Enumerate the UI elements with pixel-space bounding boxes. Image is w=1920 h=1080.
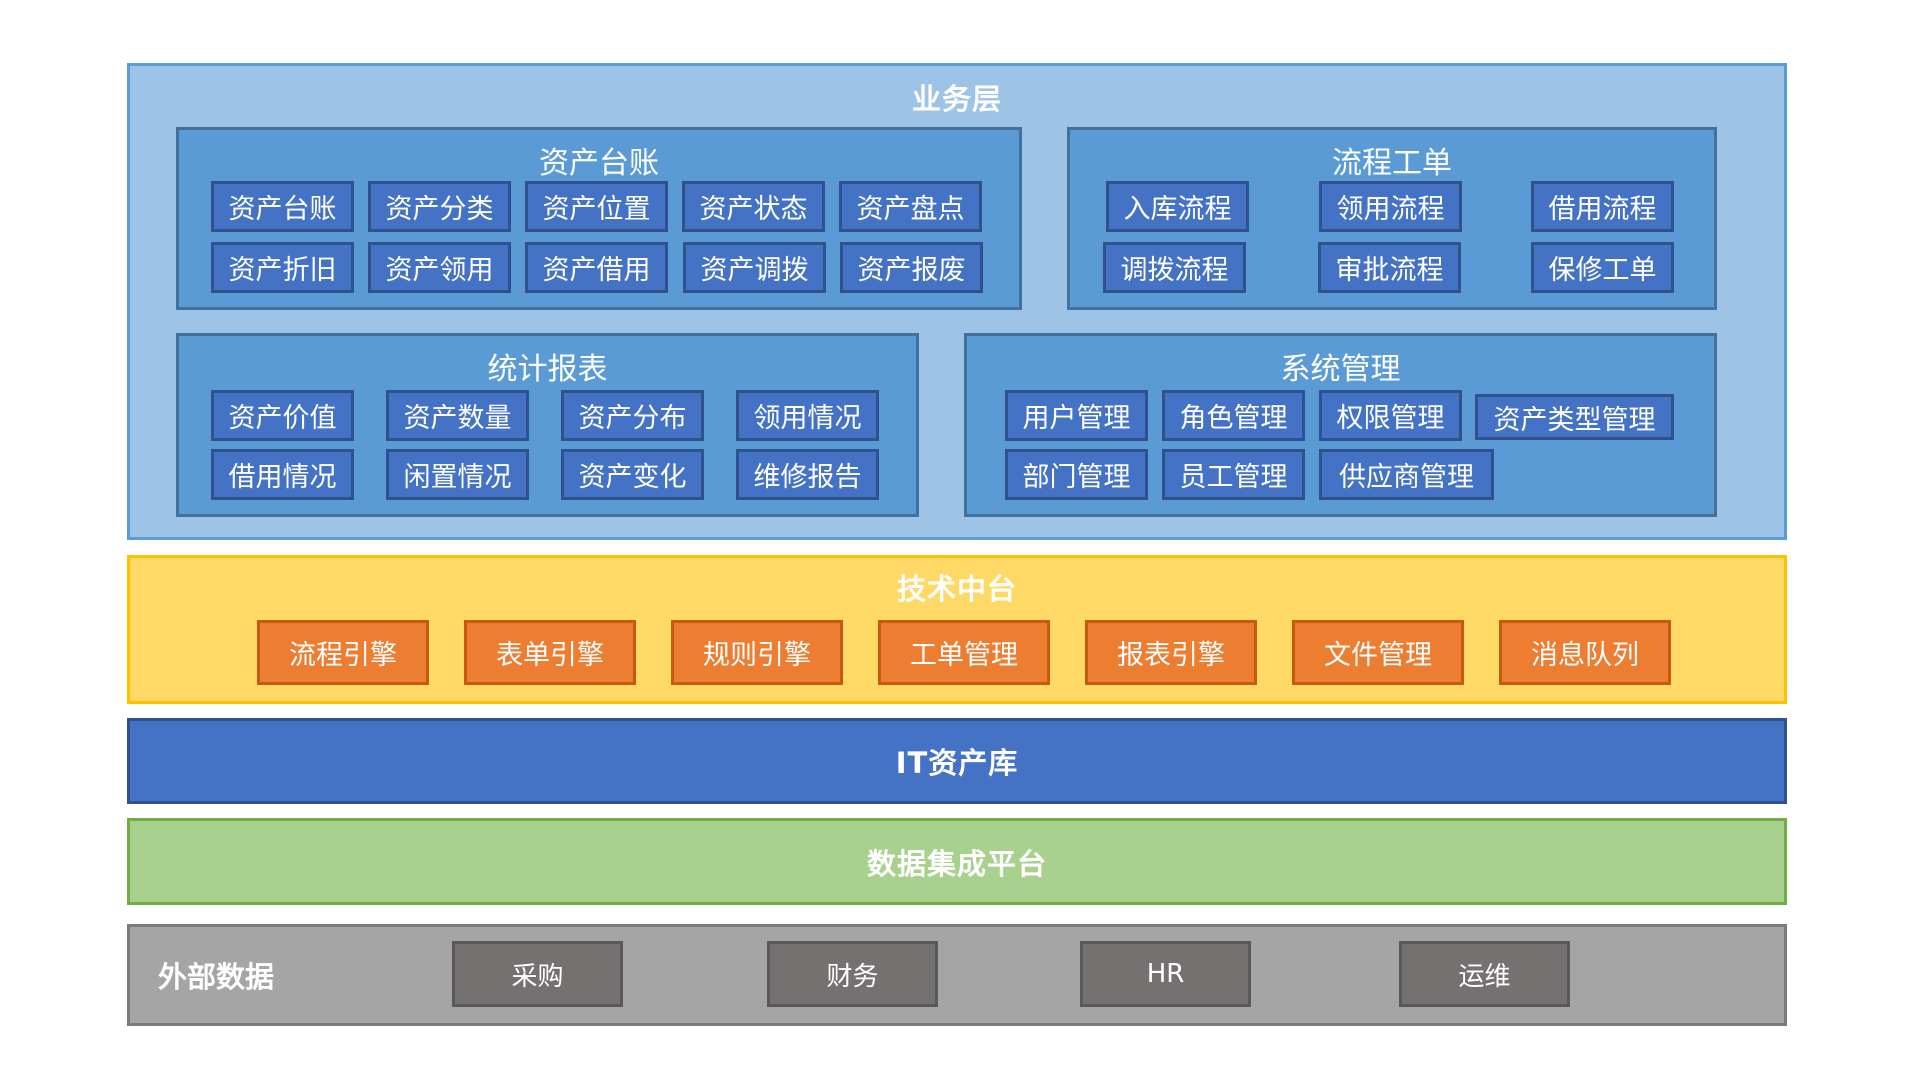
module-box[interactable]: 资产台账 xyxy=(211,181,354,232)
engine-box[interactable]: 表单引擎 xyxy=(464,620,636,685)
panel-reports: 统计报表 资产价值 资产数量 资产分布 领用情况 借用情况 闲置情况 资产变化 … xyxy=(176,333,919,517)
module-box[interactable]: 部门管理 xyxy=(1005,449,1148,500)
module-box[interactable]: 领用流程 xyxy=(1319,181,1462,232)
module-box[interactable]: 审批流程 xyxy=(1318,242,1461,293)
it-asset-repo-layer: IT资产库 xyxy=(127,718,1787,804)
module-box[interactable]: 资产领用 xyxy=(368,242,511,293)
engine-box[interactable]: 规则引擎 xyxy=(671,620,843,685)
module-box[interactable]: 权限管理 xyxy=(1319,390,1462,441)
engine-box[interactable]: 报表引擎 xyxy=(1085,620,1257,685)
module-box[interactable]: 借用流程 xyxy=(1531,181,1674,232)
engine-box[interactable]: 消息队列 xyxy=(1499,620,1671,685)
module-box[interactable]: 借用情况 xyxy=(211,449,354,500)
module-box[interactable]: 资产报废 xyxy=(840,242,983,293)
module-box[interactable]: 角色管理 xyxy=(1162,390,1305,441)
module-box[interactable]: 资产数量 xyxy=(386,390,529,441)
panel-workflow: 流程工单 入库流程 领用流程 借用流程 调拨流程 审批流程 保修工单 xyxy=(1067,127,1717,310)
source-box[interactable]: 运维 xyxy=(1399,941,1570,1007)
panel-asset-ledger: 资产台账 资产台账 资产分类 资产位置 资产状态 资产盘点 资产折旧 资产领用 … xyxy=(176,127,1022,310)
module-box[interactable]: 资产调拨 xyxy=(683,242,826,293)
panel-system-admin: 系统管理 用户管理 角色管理 权限管理 资产类型管理 部门管理 员工管理 供应商… xyxy=(964,333,1717,517)
engine-box[interactable]: 文件管理 xyxy=(1292,620,1464,685)
tech-platform-title: 技术中台 xyxy=(896,572,1017,606)
business-layer-title: 业务层 xyxy=(911,82,1002,116)
module-box[interactable]: 资产变化 xyxy=(561,449,704,500)
module-box[interactable]: 入库流程 xyxy=(1106,181,1249,232)
module-box[interactable]: 资产状态 xyxy=(682,181,825,232)
source-box[interactable]: 采购 xyxy=(452,941,623,1007)
module-box[interactable]: 调拨流程 xyxy=(1103,242,1246,293)
source-box[interactable]: 财务 xyxy=(767,941,938,1007)
engine-box[interactable]: 工单管理 xyxy=(878,620,1050,685)
module-box[interactable]: 闲置情况 xyxy=(386,449,529,500)
data-integration-title: 数据集成平台 xyxy=(866,846,1047,881)
it-asset-repo-title: IT资产库 xyxy=(895,746,1019,780)
panel-system-admin-title: 系统管理 xyxy=(1280,352,1401,387)
module-box[interactable]: 资产折旧 xyxy=(211,242,354,293)
panel-asset-ledger-title: 资产台账 xyxy=(539,146,659,181)
module-box[interactable]: 资产类型管理 xyxy=(1475,394,1674,440)
panel-reports-title: 统计报表 xyxy=(487,352,608,387)
external-data-layer: 外部数据 采购 财务 HR 运维 xyxy=(127,924,1787,1026)
external-data-title: 外部数据 xyxy=(158,960,275,994)
module-box[interactable]: 资产分类 xyxy=(368,181,511,232)
source-box[interactable]: HR xyxy=(1080,941,1251,1007)
tech-platform-layer: 技术中台 流程引擎 表单引擎 规则引擎 工单管理 报表引擎 文件管理 消息队列 xyxy=(127,555,1787,704)
module-box[interactable]: 保修工单 xyxy=(1531,242,1674,293)
module-box[interactable]: 资产借用 xyxy=(525,242,668,293)
module-box[interactable]: 员工管理 xyxy=(1162,449,1305,500)
module-box[interactable]: 用户管理 xyxy=(1005,390,1148,441)
data-integration-layer: 数据集成平台 xyxy=(127,818,1787,905)
module-box[interactable]: 资产分布 xyxy=(561,390,704,441)
panel-workflow-title: 流程工单 xyxy=(1332,146,1452,181)
module-box[interactable]: 资产盘点 xyxy=(839,181,982,232)
module-box[interactable]: 资产价值 xyxy=(211,390,354,441)
module-box[interactable]: 维修报告 xyxy=(736,449,879,500)
module-box[interactable]: 供应商管理 xyxy=(1319,449,1494,500)
module-box[interactable]: 资产位置 xyxy=(525,181,668,232)
module-box[interactable]: 领用情况 xyxy=(736,390,879,441)
engine-box[interactable]: 流程引擎 xyxy=(257,620,429,685)
